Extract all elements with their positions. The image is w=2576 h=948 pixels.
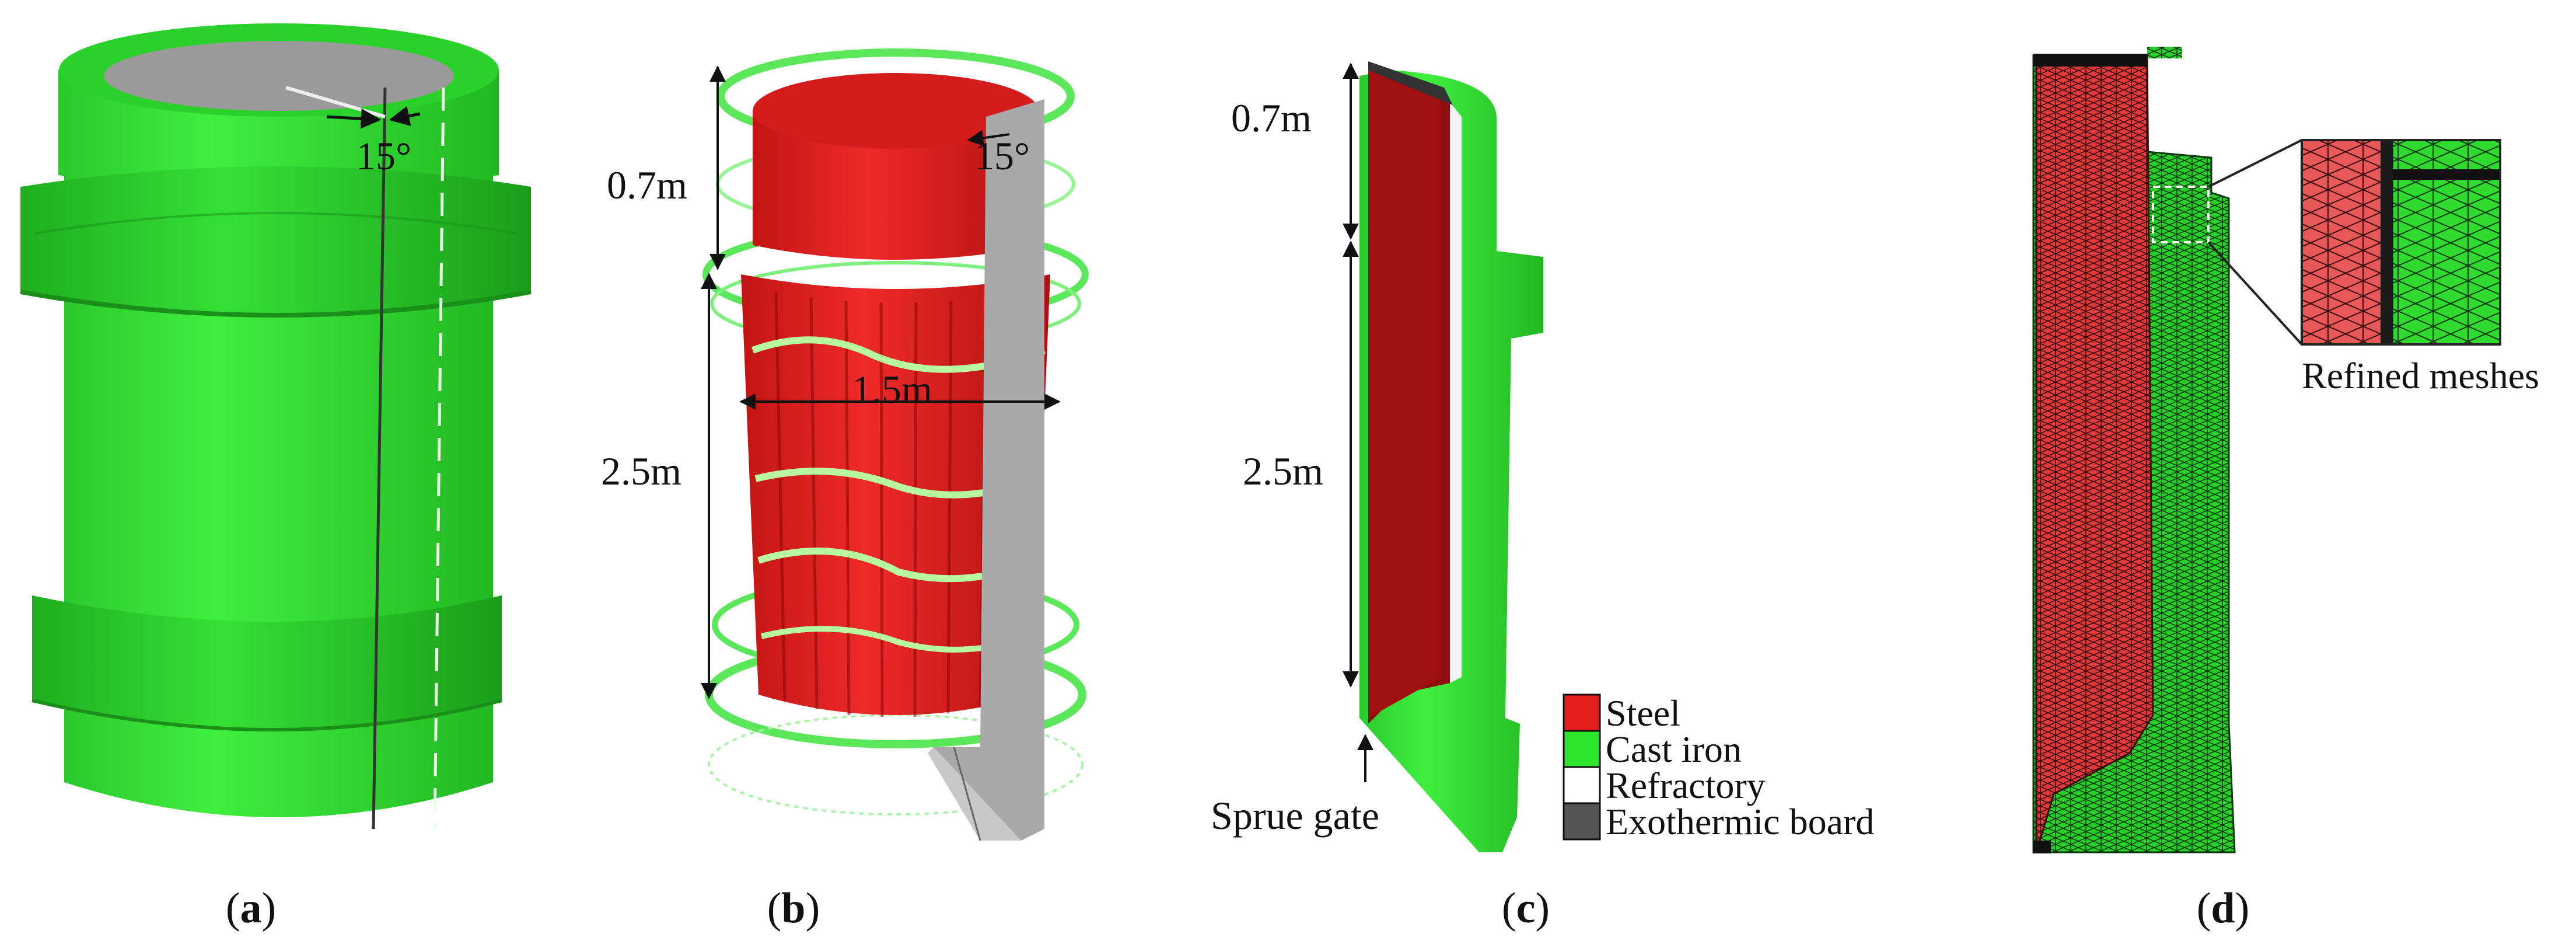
panel-d-mesh (2032, 47, 2501, 853)
panel-a-cylinder (20, 23, 532, 830)
legend-label-cast-iron: Cast iron (1606, 729, 1742, 770)
legend: Steel Cast iron Refractory Exothermic bo… (1563, 692, 1874, 842)
panel-c-top-height: 0.7m (1231, 96, 1312, 140)
panel-c-sprue-gate: Sprue gate (1211, 793, 1379, 838)
panel-d-refined-meshes: Refined meshes (2302, 355, 2539, 396)
legend-label-steel: Steel (1606, 692, 1680, 734)
panel-b-top-height: 0.7m (607, 163, 687, 207)
legend-swatch-steel (1563, 693, 1601, 732)
legend-swatch-cast-iron (1563, 730, 1601, 768)
panel-a-angle-label: 15° (356, 134, 411, 178)
panel-b-model (701, 48, 1089, 841)
panel-c-caption: (c) (1502, 884, 1550, 932)
panel-d-caption: (d) (2197, 884, 2249, 932)
panel-a-caption: (a) (226, 884, 276, 932)
panel-b-body-height: 2.5m (601, 449, 681, 493)
legend-label-refractory: Refractory (1606, 765, 1766, 806)
panel-b-angle-label: 15° (974, 134, 1030, 178)
panel-c-body-height: 2.5m (1243, 449, 1323, 493)
panel-b-caption: (b) (767, 884, 820, 932)
panel-b-diameter: 1.5m (852, 367, 932, 412)
panel-c-section (1343, 61, 1543, 852)
legend-label-exothermic-board: Exothermic board (1606, 801, 1874, 842)
legend-swatch-refractory (1563, 766, 1601, 804)
legend-swatch-exothermic-board (1563, 802, 1601, 841)
